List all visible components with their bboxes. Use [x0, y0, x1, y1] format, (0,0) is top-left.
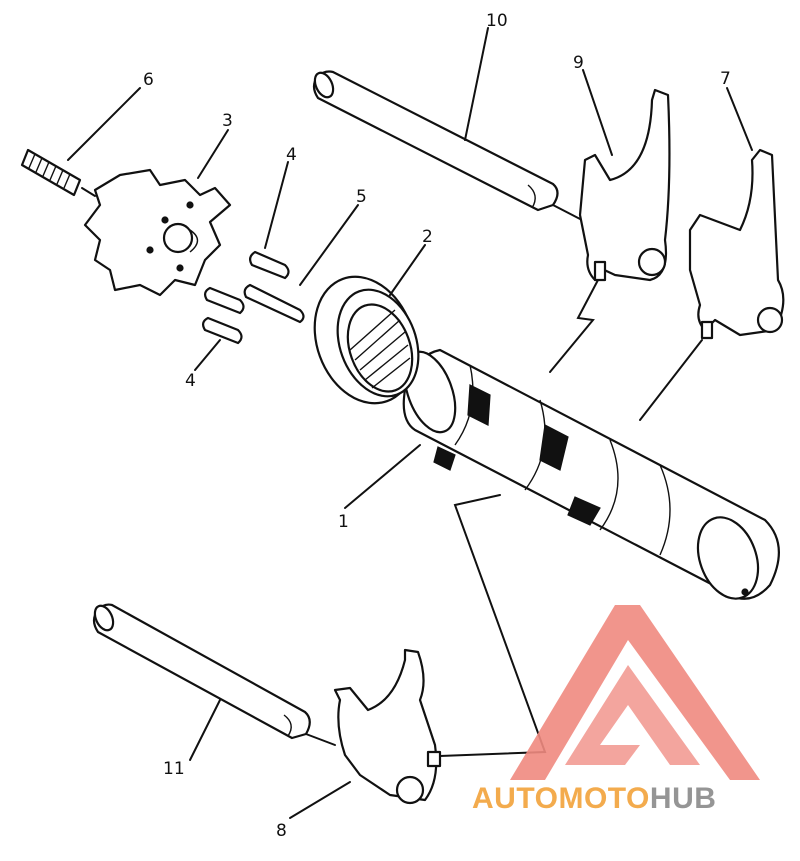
bearing-2: [313, 275, 420, 405]
segment-3: [83, 168, 232, 297]
callout-10: 10: [486, 11, 508, 31]
callout-5: 5: [356, 187, 367, 207]
callout-11: 11: [163, 759, 185, 779]
watermark-logo: AUTOMOTOHUB: [472, 605, 760, 815]
callout-leaders: [67, 27, 753, 819]
shift-drum-1: [402, 348, 780, 600]
shift-fork-9: [578, 88, 671, 282]
watermark-triangle-icon: [510, 605, 760, 780]
guide-bar-10: [312, 70, 583, 221]
guide-bar-11: [92, 603, 336, 746]
shift-fork-7: [688, 148, 785, 340]
svg-text:AUTOMOTOHUB: AUTOMOTOHUB: [472, 782, 716, 815]
watermark-auto: AUTO: [472, 782, 558, 815]
watermark-hub: HUB: [650, 782, 717, 815]
callout-numbers: 1 2 3 4 4 5 6 7 8 9 10 11: [143, 11, 731, 841]
pin-5: [243, 283, 305, 324]
callout-6: 6: [143, 70, 154, 90]
callout-9: 9: [573, 53, 584, 73]
shift-fork-8: [333, 648, 442, 805]
callout-8: 8: [276, 821, 287, 841]
callout-1: 1: [338, 512, 349, 532]
watermark-inner-mark-icon: [565, 665, 700, 765]
callout-4-lower: 4: [185, 371, 196, 391]
screw-6: [20, 148, 96, 197]
watermark-moto: MOTO: [558, 782, 649, 815]
dowel-pins-4: [201, 250, 290, 345]
callout-4-upper: 4: [286, 145, 297, 165]
callout-2: 2: [422, 227, 433, 247]
callout-3: 3: [222, 111, 233, 131]
callout-7: 7: [720, 69, 731, 89]
